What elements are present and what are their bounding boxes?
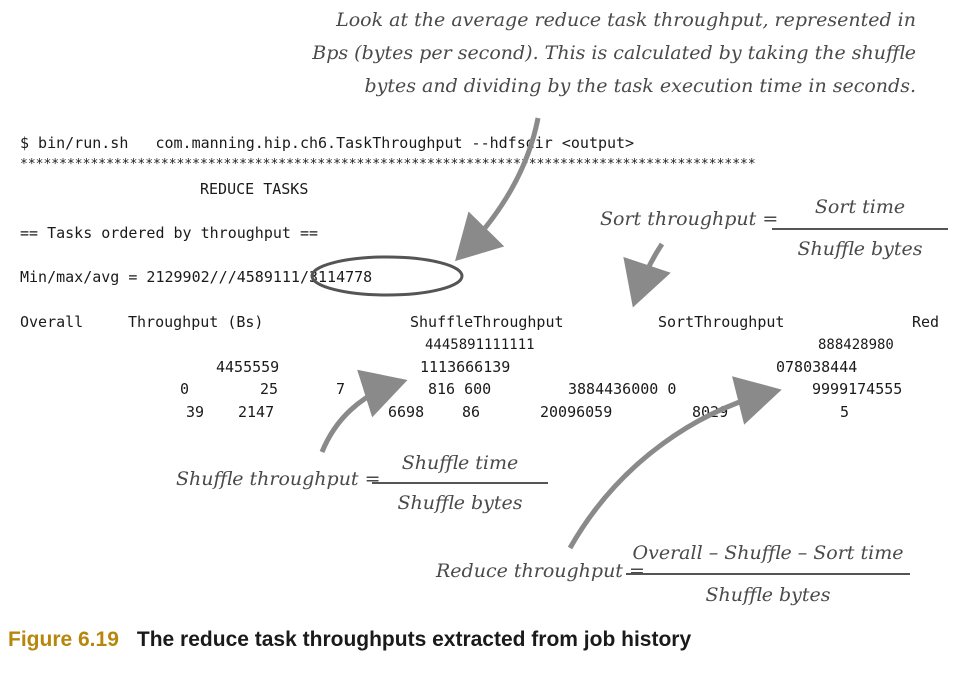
sort-formula-label: Sort throughput = [600,208,779,230]
header-sort-throughput: SortThroughput [658,313,785,331]
highlight-ellipse [310,255,464,297]
caption-number: Figure 6.19 [8,628,119,651]
shuffle-formula-numerator: Shuffle time [401,452,519,474]
header-throughput: Throughput (Bs) [128,313,264,331]
data-cell: 39 [186,403,205,421]
data-cell: 5 [840,403,850,421]
data-cell: 3884436000 0 [568,380,677,398]
ordered-label: == Tasks ordered by throughput == [20,224,319,242]
caption-text: The reduce task throughputs extracted fr… [136,628,692,651]
annotation-line-3: bytes and dividing by the task execution… [364,75,916,97]
annotation-line-2: Bps (bytes per second). This is calculat… [312,42,916,64]
data-cell: 888428980 [818,337,894,353]
figure-caption: Figure 6.19 The reduce task throughputs e… [8,628,691,652]
separator-line: ****************************************… [20,157,756,172]
data-cell: 25 [260,380,279,398]
header-reduce-throughput: Red [912,313,940,331]
shuffle-fraction-bar [372,482,548,484]
arrow-to-average [455,117,541,262]
data-cell: 20096059 [540,403,613,421]
data-cell: 0 [180,380,190,398]
arrow-to-sort-throughput [623,242,671,308]
data-cell: 9999174555 [812,380,903,398]
reduce-formula-denominator: Shuffle bytes [705,584,831,606]
data-cell: 8029 [692,403,729,421]
data-cell: 4445891111111 [425,337,535,353]
section-title: REDUCE TASKS [200,180,309,198]
data-cell: 86 [462,403,481,421]
shuffle-formula-label: Shuffle throughput = [176,468,381,490]
annotation-note: Look at the average reduce task throughp… [312,4,916,103]
arrow-to-reduce-throughput [567,376,782,550]
data-cell: 4455559 [216,358,280,376]
data-cell: 078038444 [776,358,858,376]
data-cell: 1113666139 [420,358,511,376]
reduce-fraction-bar [626,573,910,575]
header-shuffle-throughput: ShuffleThroughput [410,313,564,331]
arrow-to-shuffle-throughput [319,369,408,453]
data-cell: 816 600 [428,380,492,398]
shuffle-formula-denominator: Shuffle bytes [397,492,523,514]
sort-formula-numerator: Sort time [814,196,906,218]
data-cell: 7 [336,380,346,398]
reduce-formula-label: Reduce throughput = [436,560,645,582]
reduce-formula-numerator: Overall – Shuffle – Sort time [632,542,904,564]
command-line: $ bin/run.sh com.manning.hip.ch6.TaskThr… [20,134,635,152]
annotation-line-1: Look at the average reduce task throughp… [336,9,916,31]
header-overall: Overall [20,313,84,331]
data-cell: 2147 [238,403,275,421]
sort-fraction-bar [772,228,948,230]
sort-formula-denominator: Shuffle bytes [797,238,923,260]
